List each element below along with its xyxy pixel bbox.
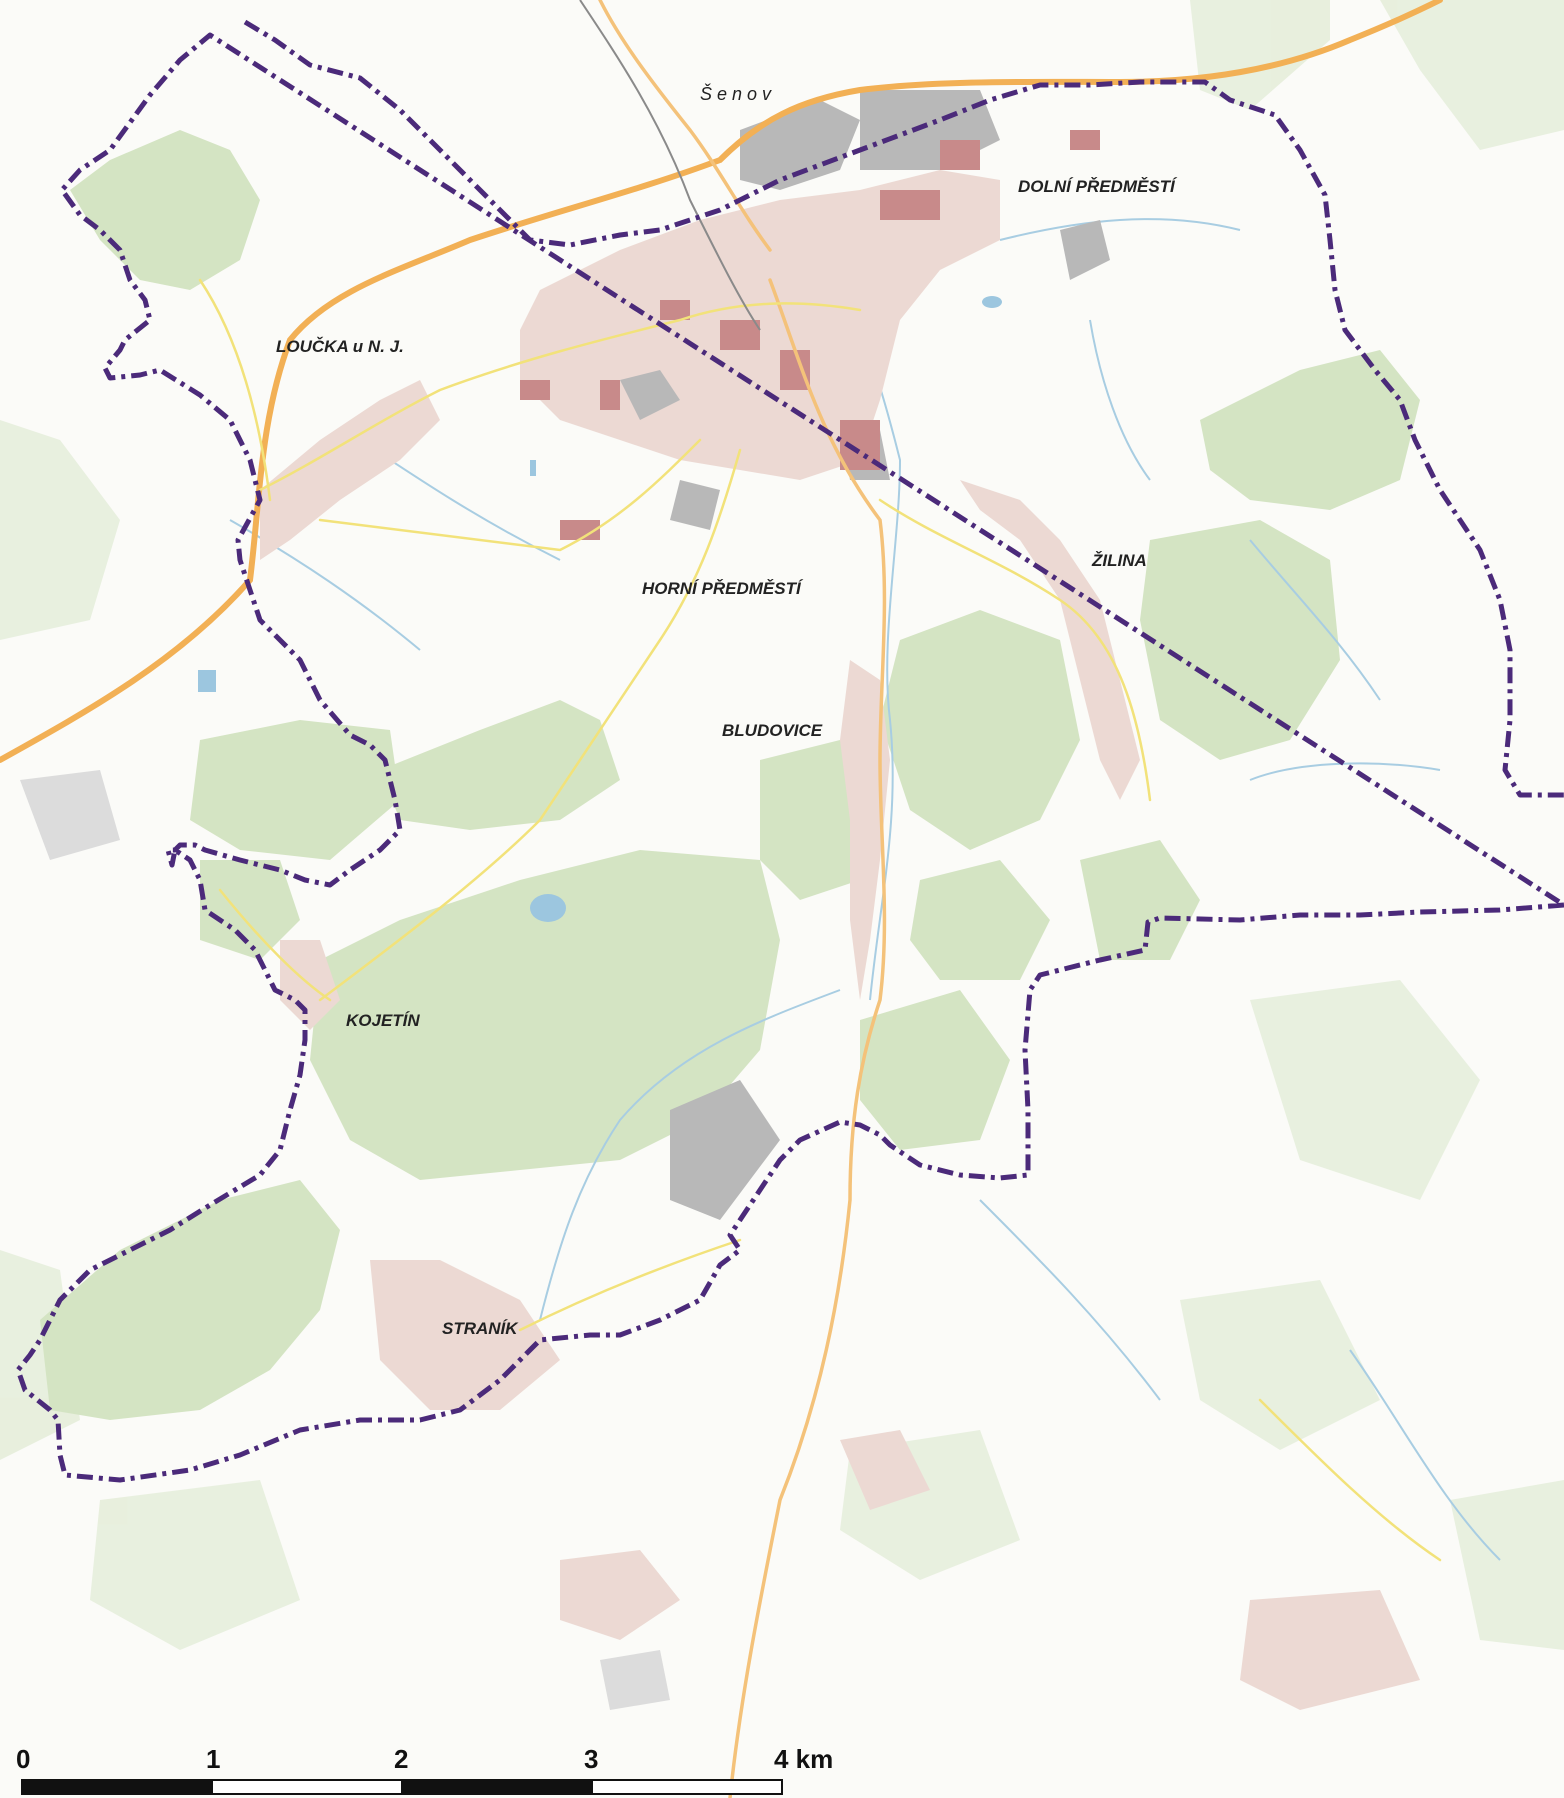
label-kojetin: KOJETÍN: [346, 1011, 420, 1030]
scale-bar: 0 1 2 3 4 km: [16, 1744, 833, 1795]
roads-main: [0, 0, 1443, 763]
roads-minor: [198, 278, 1442, 1562]
scale-segment-1: [21, 1779, 213, 1795]
forest-areas: [40, 130, 1420, 1420]
municipal-boundary: [15, 19, 1564, 1483]
label-bludovice: BLUDOVICE: [722, 721, 823, 740]
scale-label-4: 4 km: [774, 1744, 833, 1774]
label-loucka: LOUČKA u N. J.: [276, 337, 404, 356]
label-senov: Šenov: [700, 83, 776, 104]
scale-segment-3: [401, 1779, 593, 1795]
water-bodies: [198, 296, 1002, 922]
label-zilina: ŽILINA: [1091, 551, 1147, 570]
roads-secondary: [598, 0, 887, 1798]
label-dolni-predmesti: DOLNÍ PŘEDMĚSTÍ: [1018, 177, 1178, 196]
scale-segment-4: [591, 1779, 783, 1795]
scale-label-3: 3: [584, 1744, 598, 1774]
scale-label-1: 1: [206, 1744, 220, 1774]
scale-segment-2: [211, 1779, 403, 1795]
outer-industrial-areas: [20, 770, 670, 1710]
label-horni-predmesti: HORNÍ PŘEDMĚSTÍ: [642, 579, 804, 598]
railway: [579, 0, 761, 331]
label-stranik: STRANÍK: [442, 1319, 519, 1338]
scale-label-0: 0: [16, 1744, 30, 1774]
scale-label-2: 2: [394, 1744, 408, 1774]
